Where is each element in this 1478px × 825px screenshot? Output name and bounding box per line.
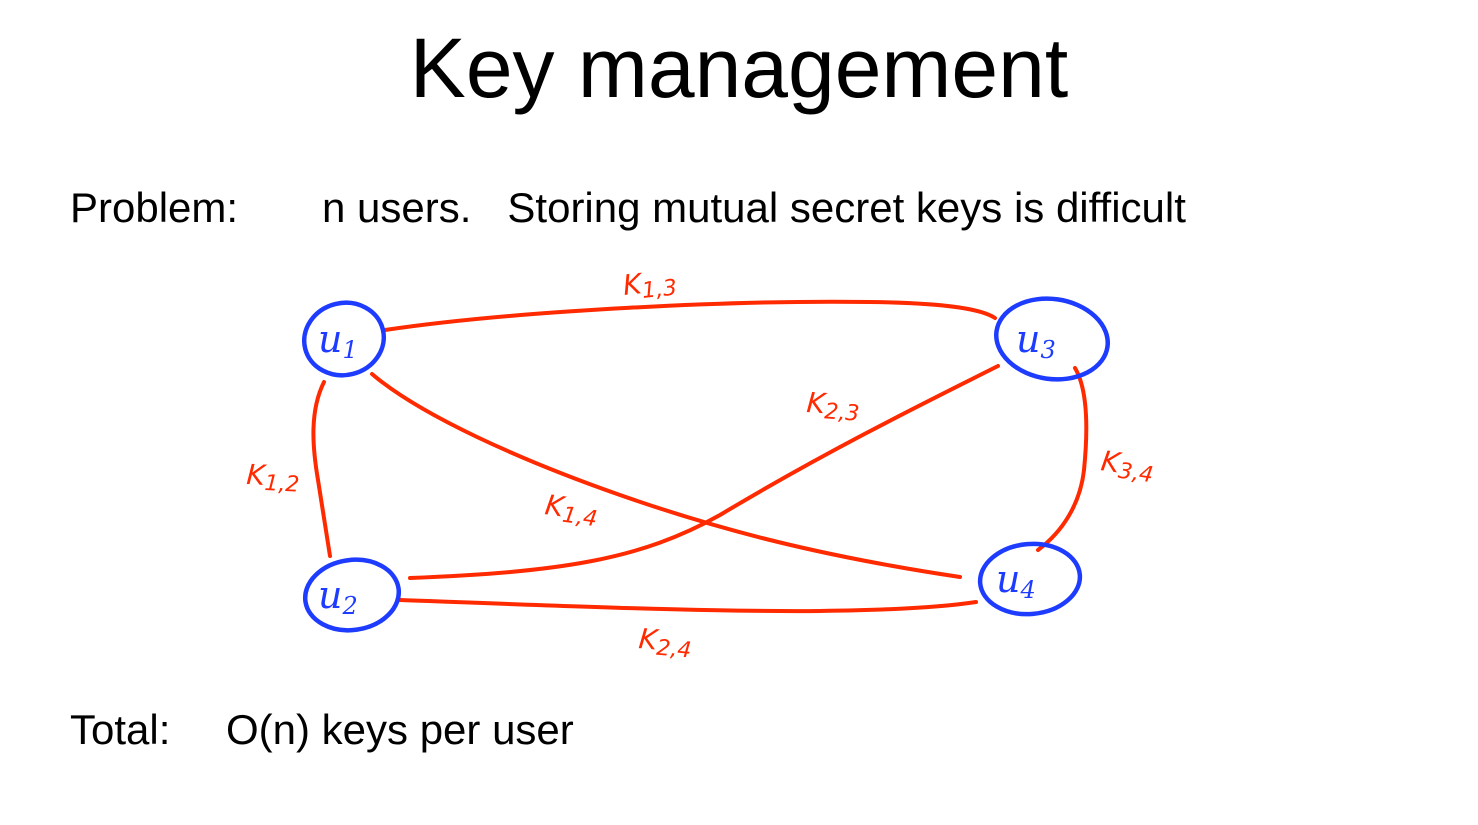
edge-1-2 xyxy=(311,380,332,558)
user-node-1: u1 xyxy=(301,300,387,378)
key-label-1-3: K1,3 xyxy=(621,264,678,306)
node-letter: u xyxy=(1016,317,1040,361)
user-node-3: u3 xyxy=(994,296,1110,382)
user-node-2: u2 xyxy=(302,557,402,633)
total-statement: Total: O(n) keys per user xyxy=(70,704,574,756)
slide-title: Key management xyxy=(409,21,1069,115)
svg-text:u2: u2 xyxy=(318,573,358,620)
problem-text: Storing mutual secret keys is difficult xyxy=(507,184,1186,231)
total-label: Total: xyxy=(70,706,171,753)
edge-1-3 xyxy=(383,299,997,332)
node-letter: u xyxy=(318,317,342,361)
node-subscript: 4 xyxy=(1019,576,1035,604)
total-text: O(n) keys per user xyxy=(226,706,574,753)
problem-statement: Problem: n users. Storing mutual secret ke… xyxy=(70,182,1186,234)
svg-text:u1: u1 xyxy=(318,317,358,364)
edge-1-4 xyxy=(370,372,962,579)
edge-2-4 xyxy=(398,598,978,614)
problem-label: Problem: xyxy=(70,184,239,231)
key-label-2-3: K2,3 xyxy=(805,386,861,427)
node-letter: u xyxy=(318,573,342,617)
key-label-1-4: K1,4 xyxy=(542,488,600,532)
node-subscript: 1 xyxy=(342,336,357,364)
edge-2-3 xyxy=(408,364,1000,580)
key-label-1-2: K1,2 xyxy=(245,458,300,498)
svg-text:u4: u4 xyxy=(996,557,1036,604)
key-label-3-4: K3,4 xyxy=(1098,444,1156,488)
problem-users: n users. xyxy=(322,184,472,231)
edge-3-4 xyxy=(1036,366,1089,552)
node-subscript: 2 xyxy=(341,592,357,620)
key-label-2-4: K2,4 xyxy=(637,622,693,664)
node-letter: u xyxy=(996,557,1020,601)
svg-text:u3: u3 xyxy=(1016,317,1056,364)
user-node-4: u4 xyxy=(977,541,1083,617)
node-subscript: 3 xyxy=(1040,336,1055,364)
